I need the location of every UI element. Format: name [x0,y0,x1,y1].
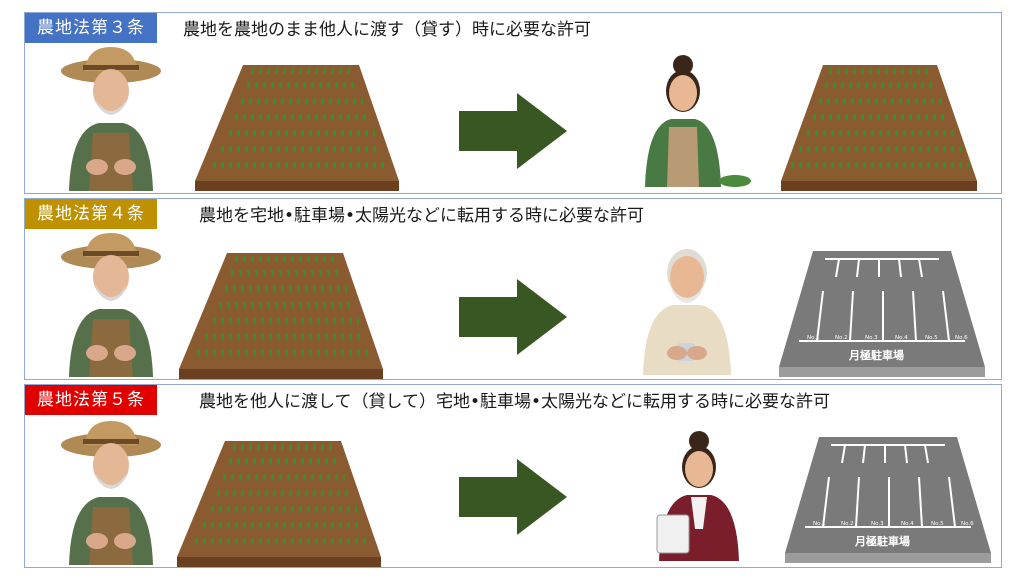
elderly-farmer-icon [61,233,161,377]
badge-article-5: 農地法第５条 [25,385,157,415]
businesswoman-icon [656,431,739,561]
space-labels: No.1 No.2 No.3 No.4 No.5 No.6 [813,521,974,527]
farmland-icon [177,441,381,567]
badge-article-3: 農地法第３条 [25,13,157,43]
parking-sign-text: 月極駐車場 [854,534,910,548]
space-label-4: No.4 [895,335,908,341]
row-article-5: 農地法第５条 農地を他人に渡して（貸して）宅地•駐車場•太陽光などに転用する時に… [24,384,1002,568]
space-label-4: No.4 [901,521,914,527]
young-woman-farmer-icon [645,55,751,187]
farmland-icon [781,65,977,191]
row-article-3: 農地法第３条 農地を農地のまま他人に渡す（貸す）時に必要な許可 [24,12,1002,194]
space-label-2: No.2 [835,335,848,341]
illustration-article-4: No.1 No.2 No.3 No.4 No.5 No.6 月極駐車場 [61,233,985,379]
caption-article-3: 農地を農地のまま他人に渡す（貸す）時に必要な許可 [183,20,591,40]
space-label-1: No.1 [807,335,820,341]
row-article-4: 農地法第４条 農地を宅地•駐車場•太陽光などに転用する時に必要な許可 [24,198,1002,380]
caption-article-4: 農地を宅地•駐車場•太陽光などに転用する時に必要な許可 [199,206,645,226]
illustration-article-5: No.1 No.2 No.3 No.4 No.5 No.6 月極駐車場 [61,421,991,567]
elderly-farmer-icon [61,421,161,565]
farmland-icon [195,65,399,191]
space-label-3: No.3 [871,521,884,527]
arrow-icon [459,459,567,535]
elderly-farmer-icon [61,47,161,191]
farmland-icon [179,253,383,379]
illustration-article-3 [61,47,977,191]
space-label-1: No.1 [813,521,826,527]
badge-article-4: 農地法第４条 [25,199,157,229]
arrow-icon [459,279,567,355]
space-label-6: No.6 [961,521,974,527]
space-labels: No.1 No.2 No.3 No.4 No.5 No.6 [807,335,968,341]
space-label-6: No.6 [955,335,968,341]
parking-lot-icon: No.1 No.2 No.3 No.4 No.5 No.6 月極駐車場 [785,437,991,563]
parking-sign-text: 月極駐車場 [848,348,904,362]
arrow-icon [459,93,567,169]
space-label-5: No.5 [931,521,944,527]
parking-lot-icon: No.1 No.2 No.3 No.4 No.5 No.6 月極駐車場 [779,251,985,377]
space-label-2: No.2 [841,521,854,527]
elderly-man-smiling-icon [643,249,731,375]
space-label-5: No.5 [925,335,938,341]
caption-article-5: 農地を他人に渡して（貸して）宅地•駐車場•太陽光などに転用する時に必要な許可 [199,392,831,412]
space-label-3: No.3 [865,335,878,341]
